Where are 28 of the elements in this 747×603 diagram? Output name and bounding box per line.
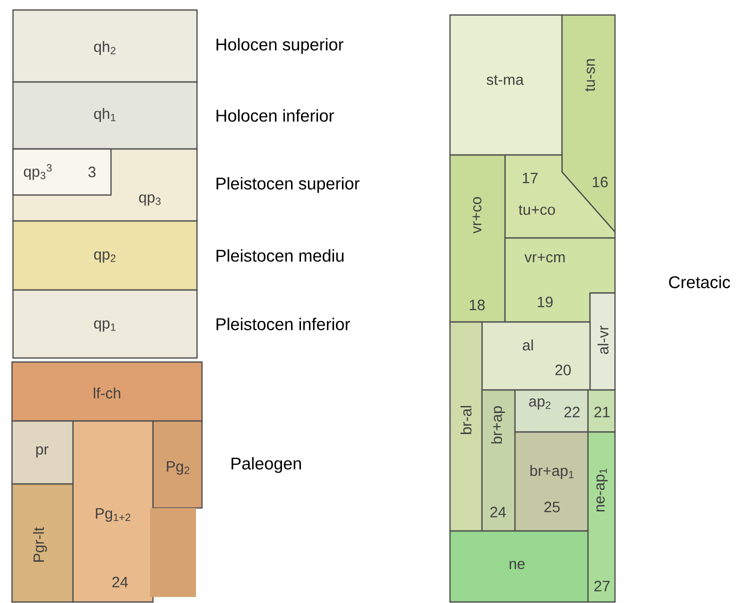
period-label: Cretacic xyxy=(669,276,730,288)
map-unit-box: br+ap 24 xyxy=(481,389,516,532)
map-unit-box: ne xyxy=(449,530,589,603)
map-unit-box: Pg$_{2}$ xyxy=(150,420,203,597)
map-unit-box: br+ap$_{1}$ 25 xyxy=(514,431,589,532)
map-unit-box: Pg$_{1+2}$ 24 xyxy=(72,420,154,603)
map-unit-box: al-vr xyxy=(589,292,616,391)
map-unit-box: pr xyxy=(11,420,74,485)
map-unit-box: qp$_{2}$ xyxy=(12,220,198,291)
map-unit-box: qh$_{1}$ xyxy=(12,81,198,150)
unit-label: Pleistocen superior xyxy=(216,177,360,193)
map-unit-box: tu-sn 16 xyxy=(561,14,616,234)
map-unit-box: qp$_{1}$ xyxy=(12,289,198,359)
unit-label: Holocen inferior xyxy=(216,109,334,122)
map-unit-box: 21 xyxy=(587,389,616,433)
map-unit-box: al 20 xyxy=(481,321,591,391)
unit-label: Pleistocen mediu xyxy=(216,249,344,262)
map-unit-box: st-ma xyxy=(449,14,563,156)
map-unit-box: Pgr-lt xyxy=(11,483,74,603)
map-unit-box: ne-ap$_{1}$ 27 xyxy=(587,431,616,603)
map-unit-box: ap$_{2}$ 22 xyxy=(514,389,589,433)
unit-label: Pleistocen inferior xyxy=(216,318,350,330)
map-unit-box: lf-ch xyxy=(11,361,203,422)
map-unit-box: br-al xyxy=(449,321,483,532)
map-unit-box: qp$_{3}$3 3 xyxy=(12,148,112,196)
period-label: Paleogen xyxy=(232,457,301,473)
unit-label: Holocen superior xyxy=(216,38,344,54)
map-unit-box: qh$_{2}$ xyxy=(12,9,198,83)
